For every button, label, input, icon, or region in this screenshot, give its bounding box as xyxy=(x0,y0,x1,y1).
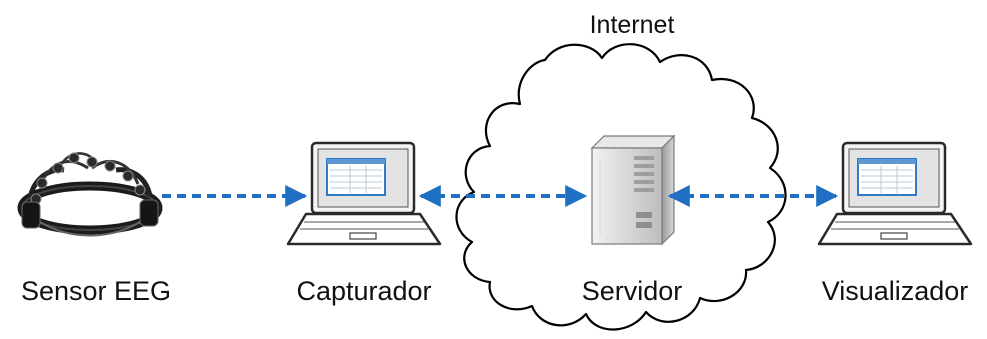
laptop-icon xyxy=(286,141,442,246)
internet-label: Internet xyxy=(590,11,675,39)
node-label-viewer: Visualizador xyxy=(822,276,969,306)
server-tower-icon xyxy=(590,134,676,246)
node-label-server: Servidor xyxy=(582,276,683,306)
eeg-headset-icon xyxy=(17,152,163,237)
laptop-icon xyxy=(817,141,973,246)
node-label-capturer: Capturador xyxy=(296,276,431,306)
node-label-sensor: Sensor EEG xyxy=(21,276,171,306)
